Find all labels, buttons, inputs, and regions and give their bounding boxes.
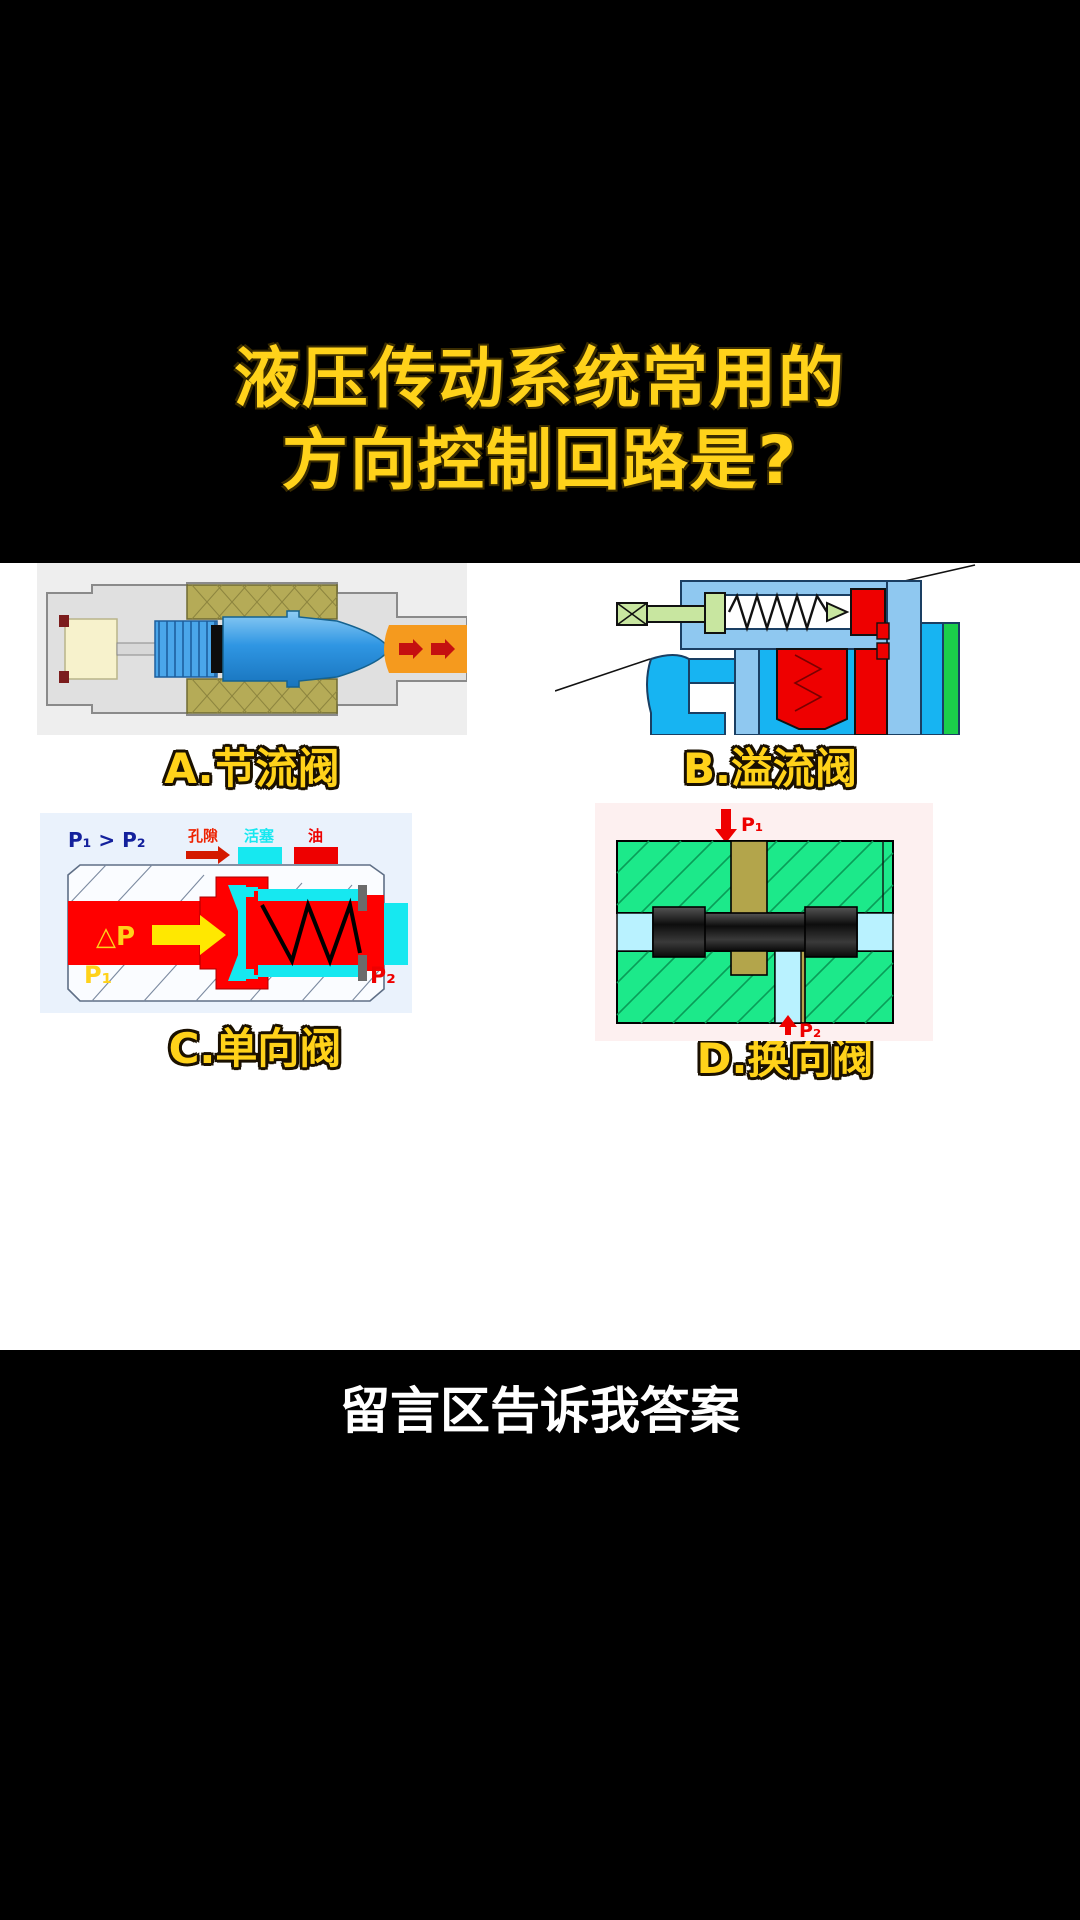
question-title-line-1: 液压传动系统常用的 [234,340,846,417]
legend-pressure-relation: P₁ > P₂ [68,828,146,852]
options-area: A.节流阀 [0,563,1080,1350]
option-a-label: A.节流阀 [164,744,340,793]
option-c-diagram: P₁ > P₂ 孔隙 活塞 油 [40,813,412,1013]
legend-item-2-label: 油 [308,827,323,845]
inlet-pressure-label: P₁ [84,961,112,989]
option-d-diagram: P₁ [595,803,933,1041]
call-to-action-text: 留言区告诉我答案 [340,1382,740,1440]
option-d-label: D.换向阀 [696,1034,874,1083]
option-c[interactable]: P₁ > P₂ 孔隙 活塞 油 [40,813,470,1075]
option-a[interactable]: A.节流阀 [37,563,467,795]
option-b[interactable]: B.溢流阀 [555,563,985,795]
legend-item-1-label: 活塞 [244,827,275,845]
option-d[interactable]: P₁ [595,803,975,1085]
option-b-diagram [555,563,985,735]
option-c-label: C.单向阀 [168,1024,342,1073]
question-title: 液压传动系统常用的 方向控制回路是? [0,338,1080,502]
question-title-line-2: 方向控制回路是? [281,422,799,499]
outlet-pressure-label: P₂ [370,964,396,989]
option-a-diagram [37,563,467,735]
port-p2-label: P₂ [799,1020,821,1041]
top-banner [0,0,1080,563]
delta-p-label: △P [96,922,135,952]
bottom-banner [0,1350,1080,1920]
port-p1-label: P₁ [741,814,763,836]
option-b-label: B.溢流阀 [683,744,857,793]
legend-item-0-label: 孔隙 [188,827,218,845]
